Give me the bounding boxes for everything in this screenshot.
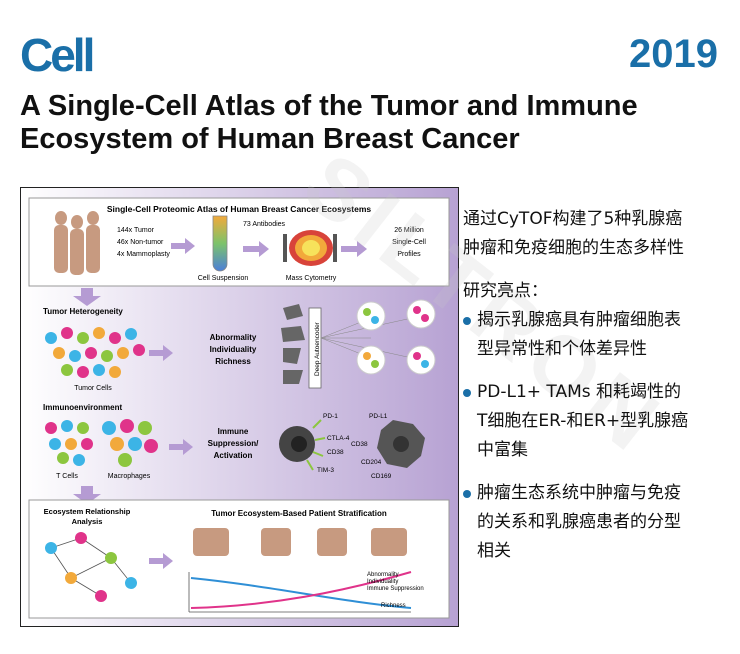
graphical-abstract: Single-Cell Proteomic Atlas of Human Bre… bbox=[20, 187, 459, 627]
arrow-icon bbox=[243, 241, 269, 257]
ecosystem-network bbox=[45, 532, 137, 602]
curve-label-individuality: Individuality bbox=[367, 579, 398, 585]
highlight-line: 揭示乳腺癌具有肿瘤细胞表 bbox=[477, 310, 681, 330]
curve-label-abnormality: Abnormality bbox=[367, 572, 399, 578]
macrophages-cluster bbox=[102, 419, 158, 467]
feature-individuality: Individuality bbox=[210, 345, 257, 354]
marker-cd38-t: CD38 bbox=[327, 449, 344, 456]
marker-ctla4: CTLA-4 bbox=[327, 435, 350, 442]
ecosystem-heading-line1: Ecosystem Relationship bbox=[44, 507, 131, 516]
bullet-dot-icon bbox=[463, 317, 471, 325]
bullet-dot-icon bbox=[463, 490, 471, 498]
highlight-line: 的关系和乳腺癌患者的分型 bbox=[477, 512, 681, 532]
curve-label-richness: Richness bbox=[381, 603, 406, 609]
journal-logo: Cell bbox=[20, 29, 95, 81]
tumor-cells-label: Tumor Cells bbox=[74, 385, 112, 392]
macrophages-label: Macrophages bbox=[108, 473, 151, 480]
highlight-line: 中富集 bbox=[477, 440, 528, 460]
marker-pd1: PD-1 bbox=[323, 413, 338, 420]
highlight-line: 相关 bbox=[477, 541, 511, 561]
patient-silhouettes bbox=[54, 211, 100, 275]
arrow-icon bbox=[149, 345, 173, 361]
highlight-line: 型异常性和个体差异性 bbox=[477, 339, 647, 359]
highlights-heading: 研究亮点： bbox=[463, 281, 548, 301]
immunoenvironment-heading: Immunoenvironment bbox=[43, 403, 122, 412]
ecosystem-heading-line2: Analysis bbox=[72, 517, 103, 526]
marker-tim3: TIM-3 bbox=[317, 467, 334, 474]
tumor-cell-shapes bbox=[281, 304, 305, 384]
curve-label-suppression: Immune Suppression bbox=[367, 586, 424, 592]
intro-line: 通过CyTOF构建了5种乳腺癌 bbox=[463, 209, 683, 229]
antibodies-label: 73 Antibodies bbox=[243, 221, 286, 228]
profiles-type: Single-Cell bbox=[392, 239, 426, 246]
highlight-item: PD-L1+ TAMs 和耗竭性的 T细胞在ER-和ER+型乳腺癌 中富集 bbox=[463, 378, 735, 465]
intro-line: 肿瘤和免疫细胞的生态多样性 bbox=[463, 238, 684, 258]
mass-cytometry-icon bbox=[283, 230, 337, 266]
marker-cd204: CD204 bbox=[361, 459, 382, 466]
patient-group-icons bbox=[193, 528, 407, 556]
highlight-item: 肿瘤生态系统中肿瘤与免疫 的关系和乳腺癌患者的分型 相关 bbox=[463, 479, 735, 566]
tumor-cells-cluster bbox=[45, 327, 145, 378]
cell-suspension-label: Cell Suspension bbox=[198, 275, 249, 282]
cohort-mammoplasty: 4x Mammoplasty bbox=[117, 251, 170, 258]
cell-cluster-circles bbox=[356, 299, 436, 375]
highlight-line: T细胞在ER-和ER+型乳腺癌 bbox=[477, 411, 689, 431]
highlight-line: 肿瘤生态系统中肿瘤与免疫 bbox=[477, 483, 681, 503]
arrow-icon bbox=[169, 439, 193, 455]
publication-year: 2019 bbox=[629, 32, 718, 76]
profiles-count: 26 Million bbox=[394, 227, 424, 234]
deep-autoencoder-label: Deep Autoencoder bbox=[314, 321, 321, 376]
down-arrow-icon bbox=[73, 486, 101, 504]
abnormality-curve bbox=[190, 571, 412, 609]
feature-abnormality: Abnormality bbox=[210, 333, 257, 342]
test-tube-icon bbox=[212, 215, 228, 272]
cohort-nontumor: 46x Non-tumor bbox=[117, 239, 164, 246]
t-cell-icon bbox=[279, 419, 326, 471]
feature-richness: Richness bbox=[215, 357, 251, 366]
richness-curve bbox=[190, 577, 412, 609]
feature-activation: Activation bbox=[214, 451, 253, 460]
tumor-heterogeneity-heading: Tumor Heterogeneity bbox=[43, 307, 123, 316]
mass-cytometry-label: Mass Cytometry bbox=[286, 275, 337, 282]
t-cells-cluster bbox=[45, 420, 93, 466]
marker-cd169: CD169 bbox=[371, 473, 392, 480]
arrow-icon bbox=[341, 241, 367, 257]
feature-immune: Immune bbox=[218, 427, 249, 436]
arrow-icon bbox=[171, 238, 195, 254]
marker-pdl1: PD-L1 bbox=[369, 413, 388, 420]
highlight-item: 揭示乳腺癌具有肿瘤细胞表 型异常性和个体差异性 bbox=[463, 306, 735, 364]
highlight-line: PD-L1+ TAMs 和耗竭性的 bbox=[477, 382, 682, 402]
marker-cd38-m: CD38 bbox=[351, 441, 368, 448]
bullet-dot-icon bbox=[463, 389, 471, 397]
cohort-tumor: 144x Tumor bbox=[117, 227, 155, 234]
stratification-title: Tumor Ecosystem-Based Patient Stratifica… bbox=[211, 509, 387, 518]
macrophage-icon bbox=[377, 420, 425, 468]
title-line: A Single-Cell Atlas of the Tumor and Imm… bbox=[20, 90, 638, 122]
down-arrow-icon bbox=[73, 288, 101, 306]
feature-suppression: Suppression/ bbox=[208, 439, 259, 448]
autoencoder-box bbox=[308, 307, 322, 389]
profiles-label: Profiles bbox=[397, 251, 421, 258]
atlas-title: Single-Cell Proteomic Atlas of Human Bre… bbox=[107, 204, 371, 214]
t-cells-label: T Cells bbox=[56, 473, 78, 480]
title-line: Ecosystem of Human Breast Cancer bbox=[20, 123, 520, 155]
highlights-panel: 通过CyTOF构建了5种乳腺癌 肿瘤和免疫细胞的生态多样性 研究亮点： 揭示乳腺… bbox=[463, 205, 735, 566]
arrow-icon bbox=[149, 553, 173, 569]
paper-title: A Single-Cell Atlas of the Tumor and Imm… bbox=[20, 90, 730, 156]
